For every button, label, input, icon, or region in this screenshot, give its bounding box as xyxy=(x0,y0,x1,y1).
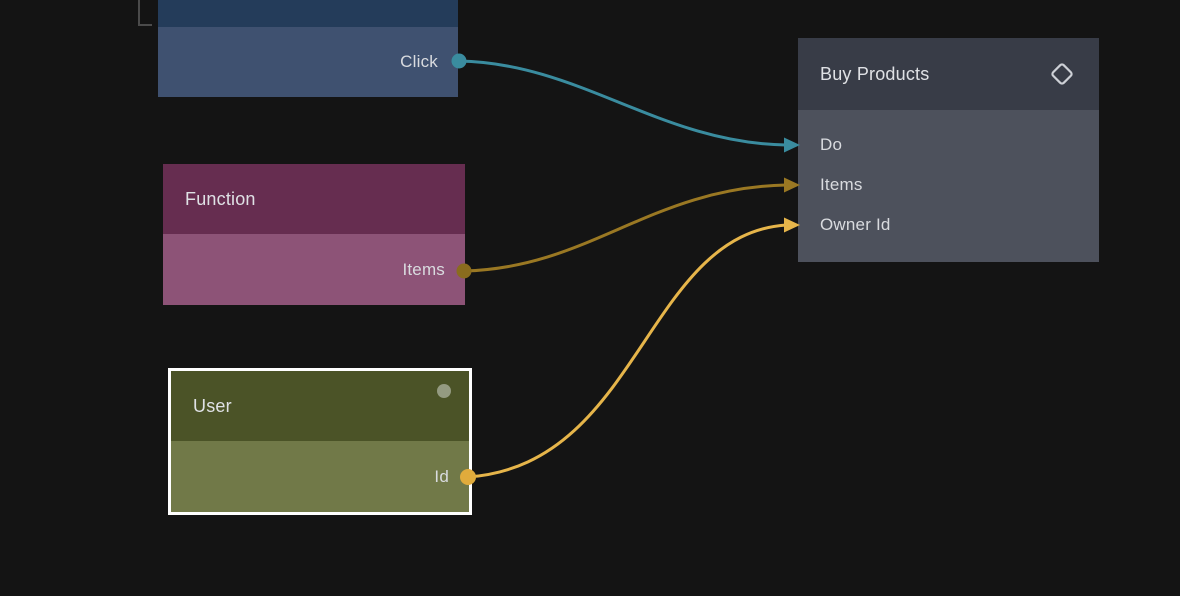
port-input-items[interactable]: Items xyxy=(820,175,863,194)
diamond-icon xyxy=(1047,59,1077,89)
node-function-title: Function xyxy=(163,164,465,234)
port-output-click[interactable]: Click xyxy=(400,52,438,71)
node-click[interactable]: Click xyxy=(158,0,458,97)
wire-id-to-owner-id[interactable] xyxy=(466,223,788,479)
node-function[interactable]: Function Items xyxy=(163,164,465,305)
status-dot-icon xyxy=(437,384,451,398)
port-output-id[interactable]: Id xyxy=(434,466,449,486)
port-input-owner-id[interactable]: Owner Id xyxy=(820,215,891,234)
node-click-header xyxy=(158,0,458,27)
port-input-do[interactable]: Do xyxy=(820,135,843,154)
node-user-title: User xyxy=(193,395,232,416)
port-output-items[interactable]: Items xyxy=(402,259,445,279)
wire-click-to-do[interactable] xyxy=(457,59,788,147)
corner-bracket-icon xyxy=(138,0,152,26)
node-buy-products-title: Buy Products xyxy=(820,63,930,84)
node-user[interactable]: User Id xyxy=(168,368,472,515)
wire-items-to-items[interactable] xyxy=(462,183,788,273)
node-buy-products[interactable]: Buy Products Do Items Owner Id xyxy=(798,38,1099,262)
